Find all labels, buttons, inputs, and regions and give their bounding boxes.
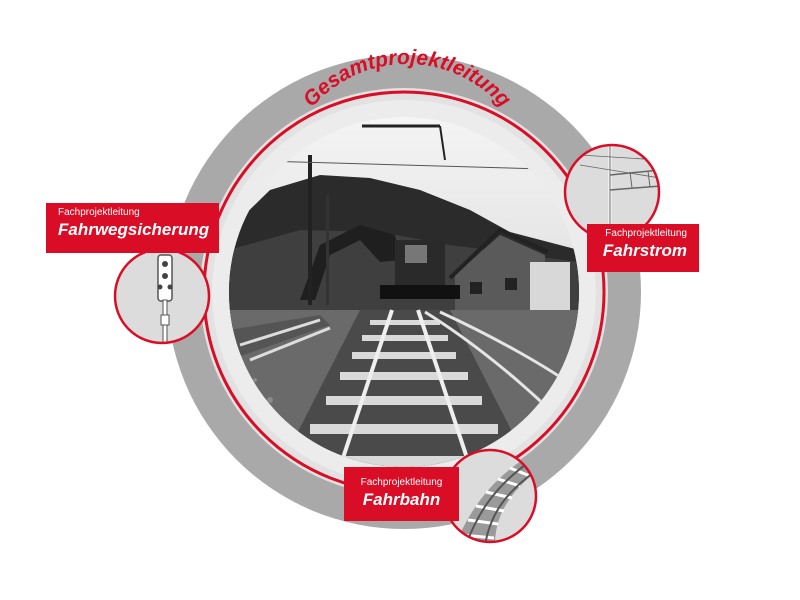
fahrstrom-label: Fachprojektleitung Fahrstrom [587, 224, 699, 272]
track-icon [455, 455, 536, 542]
fahrwegsicherung-big-label: Fahrwegsicherung [58, 220, 210, 239]
central-railway-photo [229, 117, 579, 467]
fahrwegsicherung-small-label: Fachprojektleitung [58, 207, 140, 218]
fahrwegsicherung-label: Fachprojektleitung Fahrwegsicherung [46, 203, 219, 253]
fahrbahn-icon-circle [442, 448, 538, 544]
fahrwegsicherung-icon-circle [113, 247, 211, 345]
signal-icon [157, 254, 173, 343]
fahrbahn-small-label: Fachprojektleitung [360, 477, 443, 488]
fahrstrom-icon-circle [563, 143, 661, 241]
fahrbahn-big-label: Fahrbahn [362, 490, 441, 509]
fahrbahn-label: Fachprojektleitung Fahrbahn [344, 467, 459, 521]
fahrstrom-small-label: Fachprojektleitung [605, 228, 687, 239]
fahrstrom-big-label: Fahrstrom [602, 241, 687, 260]
